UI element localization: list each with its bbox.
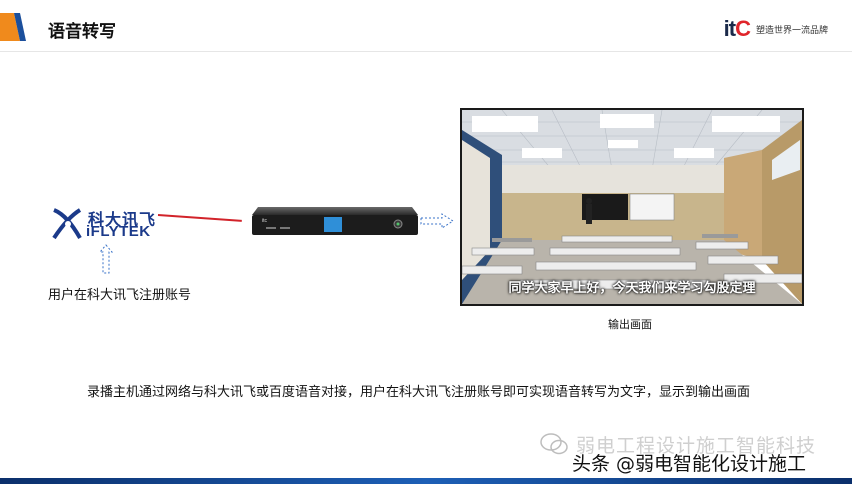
wechat-icon [540,433,568,455]
iflytek-logo: 科大讯飞 iFLYTEK [50,206,160,240]
brand-logo: itC 塑造世界一流品牌 [724,16,828,42]
dashed-up-arrow-icon [99,244,113,274]
output-subtitle: 同学大家早上好，今天我们来学习勾股定理 [508,281,756,296]
description-text: 录播主机通过网络与科大讯飞或百度语音对接，用户在科大讯飞注册账号即可实现语音转写… [87,385,751,400]
watermark-line1: 弱电工程设计施工智能科技 [576,435,817,457]
recording-host-device: itc [252,207,418,235]
connection-line [157,214,242,222]
itc-logo: itC [723,16,751,41]
classroom-image [462,110,802,304]
dashed-right-arrow-icon [420,213,454,229]
title-accent-shape [0,13,26,41]
header-divider [0,51,852,52]
output-caption: 输出画面 [608,318,652,331]
footer-bar [0,478,852,484]
page-title: 语音转写 [48,22,116,42]
iflytek-cn-name: 科大讯飞 [88,210,157,229]
user-caption: 用户在科大讯飞注册账号 [48,288,192,303]
brand-slogan: 塑造世界一流品牌 [755,25,828,36]
watermark-line2: 头条 @弱电智能化设计施工 [572,453,807,475]
output-screen: 同学大家早上好，今天我们来学习勾股定理 [460,108,804,306]
device-brand-mark: itc [262,218,268,224]
iflytek-en-name: iFLYTEK [86,223,151,240]
iflytek-x-icon [52,208,82,240]
